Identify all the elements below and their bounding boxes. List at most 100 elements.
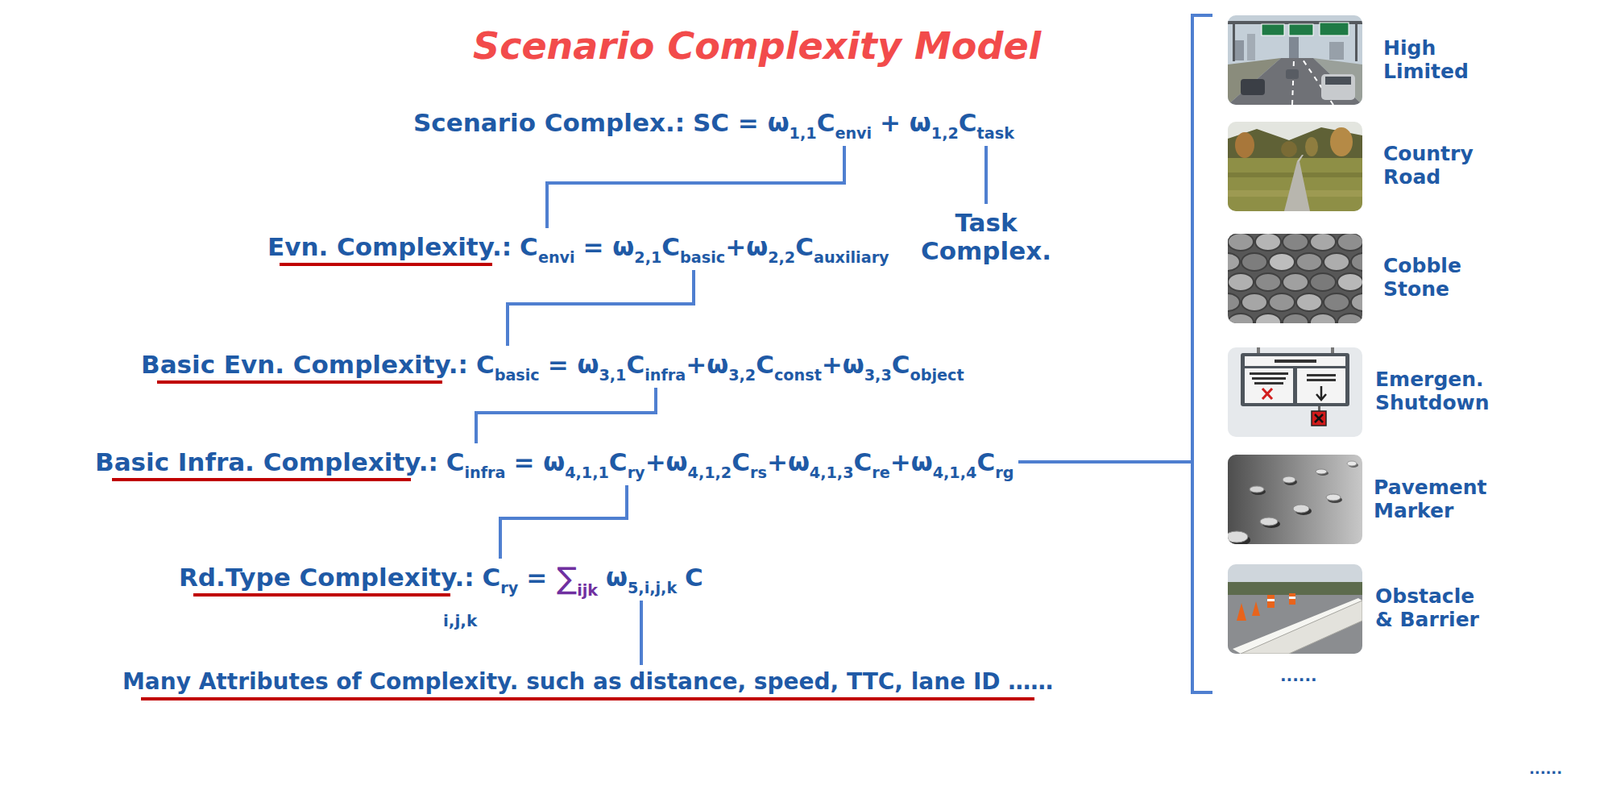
formula-row: Rd.Type Complexity.:Cry=∑ijkω5,i,j,kC: [178, 559, 704, 595]
photo-cobblestone-part: [1337, 273, 1363, 291]
photo-country-road-part: [1280, 140, 1298, 158]
formula-label: Many Attributes of Complexity. such as d…: [122, 669, 1053, 695]
formula-term: = ω: [547, 350, 600, 378]
image-label: Cobble Stone: [1383, 254, 1503, 302]
photo-cobblestone-part: [1227, 313, 1254, 324]
formula-label: Evn. Complexity.:: [267, 232, 512, 261]
photo-cobblestone-part: [1282, 273, 1309, 291]
connector-line: [507, 269, 694, 346]
photo-shoulder-sign-part: [1316, 385, 1327, 400]
formula-term: C: [661, 232, 680, 261]
photo-shoulder-sign-part: [1318, 406, 1321, 411]
subscript: rg: [994, 464, 1014, 481]
photo-cobblestone-part: [1268, 293, 1295, 311]
photo-highway-part: [1247, 33, 1256, 61]
photo-cobblestone-part: [1227, 273, 1254, 291]
diagram-title: Scenario Complexity Model: [472, 25, 1041, 67]
formula-term: C: [482, 563, 502, 591]
red-underline: [279, 262, 493, 266]
photo-barrier-part: [1251, 601, 1261, 616]
formula-term: C: [625, 350, 645, 378]
index-label: i,j,k: [443, 611, 477, 630]
photo-country-road-part: [1235, 132, 1255, 158]
formula-term: C: [519, 232, 539, 261]
formula-term: =: [526, 563, 548, 591]
formula-term: +ω: [645, 447, 689, 476]
formula-term: = ω: [513, 447, 565, 476]
photo-cobblestone-part: [1227, 252, 1240, 271]
subscript: 5,i,j,k: [627, 579, 677, 597]
photo-pavement-marker-part: [1260, 517, 1278, 526]
photo-pavement-marker-part: [1326, 493, 1341, 501]
bracket-stub: [1018, 460, 1193, 464]
photo-highway-part: [1329, 41, 1344, 60]
formula-label: Scenario Complex.:: [413, 108, 685, 137]
photo-cobblestone-part: [1227, 293, 1240, 311]
photo-highway-part: [1232, 20, 1236, 62]
photo-barrier-part: [1240, 600, 1363, 654]
formula-row: Basic Infra. Complexity.:Cinfra= ω4,1,1C…: [95, 443, 1014, 480]
subscript: 4,1,2: [688, 464, 733, 481]
photo-cobblestone-part: [1351, 252, 1363, 271]
photo-shoulder-sign-part: [1262, 388, 1273, 399]
subscript: const: [774, 366, 822, 384]
red-underline: [111, 477, 411, 481]
photo-cobblestone-part: [1255, 273, 1281, 291]
image-label: High Limited: [1383, 37, 1503, 84]
formula-term: +ω: [725, 232, 768, 261]
formula-label: Basic Infra. Complexity.:: [95, 447, 439, 476]
connector-line: [547, 145, 845, 228]
subscript: basic: [679, 248, 726, 266]
photo-cobblestone: [1227, 233, 1363, 324]
photo-cobblestone-part: [1241, 252, 1268, 271]
ellipsis-label: ......: [1280, 666, 1318, 684]
subscript: ry: [500, 579, 519, 597]
photo-highway-part: [1261, 24, 1285, 36]
subscript: ry: [627, 464, 646, 481]
subscript: object: [910, 366, 965, 384]
photo-pavement-marker-part: [1282, 476, 1296, 483]
photo-barrier-part: [1236, 602, 1247, 621]
red-underline: [193, 592, 451, 597]
subscript: 3,1: [598, 366, 626, 384]
photo-shoulder-sign: [1227, 347, 1363, 437]
photo-highway-part: [1355, 20, 1358, 62]
formula-row: Basic Evn. Complexity.:Cbasic= ω3,1Cinfr…: [140, 346, 965, 382]
photo-cobblestone-part: [1296, 252, 1323, 271]
photo-shoulder-sign-part: [1254, 381, 1284, 385]
subscript: envi: [834, 124, 872, 142]
photo-shoulder-sign-part: [1274, 359, 1317, 363]
formula-label: Basic Evn. Complexity.:: [140, 350, 469, 378]
sum-subscript: ijk: [576, 581, 598, 599]
formula-term: C: [891, 350, 911, 378]
photo-highway-part: [1240, 78, 1265, 96]
photo-cobblestone-part: [1241, 293, 1268, 311]
photo-barrier-part: [1289, 596, 1296, 599]
formula-term: +ω: [685, 350, 729, 378]
photo-cobblestone-part: [1309, 313, 1336, 324]
formula-term: = ω: [583, 232, 635, 261]
photo-pavement-marker-part: [1249, 485, 1265, 493]
connector-line: [639, 600, 643, 665]
photo-pavement-marker-part: [1227, 454, 1363, 544]
subscript: 4,1,3: [809, 464, 854, 481]
photo-cobblestone-part: [1351, 293, 1363, 311]
formula-term: SC = ω: [692, 108, 790, 137]
photo-shoulder-sign-part: [1227, 347, 1363, 437]
subscript: basic: [494, 366, 540, 384]
photo-cobblestone-part: [1309, 273, 1336, 291]
photo-pavement-marker-part: [1347, 460, 1357, 466]
formula-term: C: [731, 447, 751, 476]
photo-country-road-part: [1330, 127, 1353, 157]
subscript: 3,2: [728, 366, 756, 384]
subscript: 3,3: [864, 366, 892, 384]
bracket: [1192, 15, 1213, 693]
photo-highway-part: [1325, 76, 1352, 85]
subscript: 2,2: [767, 248, 796, 266]
photo-shoulder-sign-part: [1314, 414, 1323, 423]
formula-term: C: [853, 447, 873, 476]
photo-barrier-part: [1289, 592, 1296, 605]
photo-highway-part: [1321, 74, 1356, 100]
formula-term: C: [816, 108, 836, 137]
formula-term: ω: [605, 563, 628, 591]
